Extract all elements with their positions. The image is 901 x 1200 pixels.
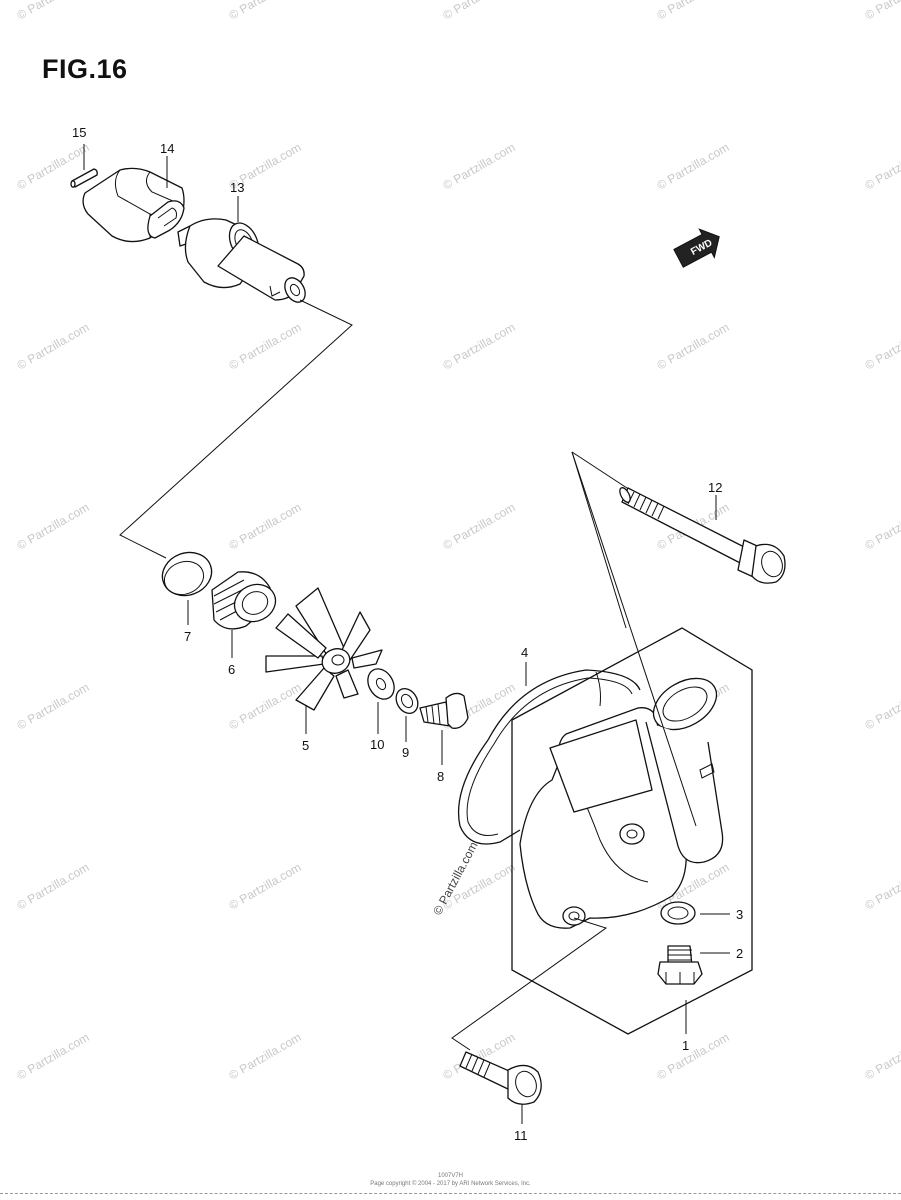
callout-10: 10 xyxy=(370,737,384,752)
assembly-line-shaft-to-seal xyxy=(119,299,353,559)
callout-12: 12 xyxy=(708,480,722,495)
assembly-line-bolt-12-b xyxy=(571,451,697,827)
part-9-washer[interactable] xyxy=(392,685,422,718)
footer: 1007V7H Page copyright © 2004 - 2017 by … xyxy=(0,1172,901,1188)
fwd-arrow-icon: FWD xyxy=(673,228,720,268)
watermark-text: © Partzilla.com xyxy=(655,320,732,373)
part-7-ring[interactable] xyxy=(156,546,217,603)
watermark-text: © Partzilla.com xyxy=(655,140,732,193)
callout-3: 3 xyxy=(736,907,743,922)
watermark-text: © Partzilla.com xyxy=(863,500,901,553)
part-6-mechanical-seal[interactable] xyxy=(211,571,282,630)
watermark-text: © Partzilla.com xyxy=(441,320,518,373)
part-3-gasket-washer[interactable] xyxy=(660,901,696,925)
watermark-text: © Partzilla.com xyxy=(227,1030,304,1083)
footer-code: 1007V7H xyxy=(437,1173,464,1179)
watermark-text: © Partzilla.com xyxy=(863,1030,901,1083)
part-10-washer[interactable] xyxy=(363,664,400,704)
callout-15: 15 xyxy=(72,125,86,140)
callout-7: 7 xyxy=(184,629,191,644)
callout-5: 5 xyxy=(302,738,309,753)
callout-9: 9 xyxy=(402,745,409,760)
callout-14: 14 xyxy=(160,141,174,156)
watermark-text: © Partzilla.com xyxy=(863,0,901,23)
part-11-bolt[interactable] xyxy=(459,1051,542,1105)
watermark-text: © Partzilla.com xyxy=(227,0,304,23)
watermark-text: © Partzilla.com xyxy=(863,860,901,913)
part-13-shaft[interactable] xyxy=(177,218,309,305)
watermark-text: © Partzilla.com xyxy=(863,140,901,193)
assembly-line-bolt-12-c xyxy=(571,451,631,491)
watermark-text: © Partzilla.com xyxy=(227,860,304,913)
leader-lines xyxy=(83,144,730,1124)
watermark-text: © Partzilla.com xyxy=(655,1030,732,1083)
callout-1: 1 xyxy=(682,1038,689,1053)
assembly-line-bolt-11 xyxy=(451,917,608,1051)
watermark-text: © Partzilla.com xyxy=(15,320,92,373)
bottom-divider xyxy=(0,1193,901,1194)
callout-labels: 15 14 13 12 7 6 5 10 9 8 4 3 2 1 11 xyxy=(72,125,743,1143)
part-5-impeller[interactable] xyxy=(265,587,383,711)
callout-6: 6 xyxy=(228,662,235,677)
part-12-long-bolt[interactable] xyxy=(618,486,786,584)
part-8-bolt[interactable] xyxy=(419,692,469,729)
part-1-pump-housing[interactable] xyxy=(511,627,753,1035)
callout-4: 4 xyxy=(521,645,528,660)
part-2-drain-plug[interactable] xyxy=(657,945,703,985)
callout-2: 2 xyxy=(736,946,743,961)
watermark-text: © Partzilla.com xyxy=(441,140,518,193)
watermark-text: © Partzilla.com xyxy=(863,320,901,373)
callout-8: 8 xyxy=(437,769,444,784)
part-4-gasket[interactable] xyxy=(457,669,641,845)
watermark-text: © Partzilla.com xyxy=(227,680,304,733)
callout-13: 13 xyxy=(230,180,244,195)
watermark-text: © Partzilla.com xyxy=(15,680,92,733)
watermark-text: © Partzilla.com xyxy=(441,500,518,553)
assembly-line-bolt-12 xyxy=(571,451,627,629)
part-14-coupling[interactable] xyxy=(82,167,185,243)
watermark-layer: © Partzilla.com © Partzilla.com © Partzill… xyxy=(15,0,901,1083)
watermark-text: © Partzilla.com xyxy=(227,500,304,553)
footer-copyright: Page copyright © 2004 - 2017 by ARI Netw… xyxy=(370,1181,531,1187)
watermark-text: © Partzilla.com xyxy=(15,0,92,23)
watermark-text: © Partzilla.com xyxy=(15,1030,92,1083)
watermark-text: © Partzilla.com xyxy=(863,680,901,733)
watermark-text: © Partzilla.com xyxy=(15,500,92,553)
callout-11: 11 xyxy=(514,1128,528,1143)
figure-title: FIG.16 xyxy=(42,54,128,84)
part-15-pin[interactable] xyxy=(70,168,98,188)
watermark-text: © Partzilla.com xyxy=(655,0,732,23)
watermark-text: © Partzilla.com xyxy=(227,320,304,373)
watermark-text: © Partzilla.com xyxy=(441,0,518,23)
watermark-text: © Partzilla.com xyxy=(15,860,92,913)
